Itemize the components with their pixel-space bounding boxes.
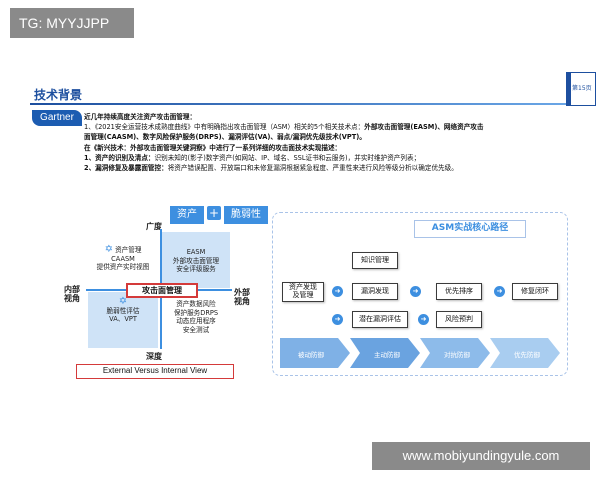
text-line-2b: 外部攻击面管理(EASM)、网络资产攻击: [364, 123, 484, 132]
text-line-5b: 识别未知的(影子)数字资产(如网站、IP、域名、SSL证书和云服务)，并实时维护…: [154, 153, 421, 162]
body-text: 近几年持续高度关注资产攻击面管理： 1、《2021安全运营技术成熟度曲线》中有明…: [84, 112, 584, 173]
quadrant-br-line-3: 动态应用程序: [176, 317, 216, 325]
quadrant-tl-line-3: 提供资产实时视图: [96, 263, 150, 271]
text-line-5a: 1、资产的识别及清点：: [84, 153, 155, 162]
star-icon: ✡: [104, 244, 113, 255]
node-risk: 风险预判: [436, 311, 482, 328]
tag-vulnerability: 脆弱性: [224, 206, 268, 224]
text-line-6b: 将资产错误配置、开放端口和未修复漏洞根据紧急程度、严重性来进行风险等级分析以确定…: [167, 164, 458, 173]
axis-right-label: 外部视角: [234, 288, 250, 306]
caption-box: External Versus Internal View: [76, 364, 234, 379]
quadrant-br-line-2: 保护服务DRPS: [173, 308, 219, 317]
plus-icon: +: [207, 206, 221, 220]
quadrant-top-right: EASM 外部攻击面管理 安全评级服务: [162, 232, 230, 288]
axis-top-label: 广度: [146, 222, 162, 231]
slide-title: 技术背景: [34, 88, 83, 102]
text-line-2: 1、《2021安全运营技术成熟度曲线》中有明确指出攻击面管理（ASM）相关的5个…: [84, 122, 584, 132]
chevron-adversarial: [420, 338, 490, 368]
arrow-circle-icon: ➜: [410, 286, 421, 297]
text-line-6a: 2、漏洞修复及暴露面管控：: [84, 164, 168, 173]
chevron-label-priority: 优先防御: [514, 351, 540, 359]
text-line-2a: 1、《2021安全运营技术成熟度曲线》中有明确指出攻击面管理（ASM）相关的5个…: [84, 123, 365, 132]
quadrant-tr-line-1: EASM: [186, 248, 206, 256]
quadrant-top-left: ✡ 资产管理 CAASM 提供资产实时视图: [88, 240, 158, 285]
quadrant-br-line-1: 资产数据风险: [176, 300, 216, 308]
gartner-label: Gartner: [32, 110, 82, 126]
node-vuln-find: 漏洞发现: [352, 283, 398, 300]
arrow-circle-icon: ➜: [494, 286, 505, 297]
tag-asset: 资产: [170, 206, 204, 224]
chevron-label-adversarial: 对抗防御: [444, 351, 470, 359]
axis-bottom-label: 深度: [146, 352, 162, 361]
node-repair: 修复闭环: [512, 283, 558, 300]
node-priority: 优先排序: [436, 283, 482, 300]
text-line-1: 近几年持续高度关注资产攻击面管理：: [84, 113, 197, 121]
chevron-label-passive: 被动防御: [298, 351, 324, 359]
quadrant-tl-line-1: ✡ 资产管理: [104, 244, 142, 255]
star-icon: ✡: [118, 296, 128, 307]
node-latent: 潜在漏洞评估: [352, 311, 408, 328]
chevron-active: [350, 338, 420, 368]
text-line-3: 面管理(CAASM)、数字风险保护服务(DRPS)、漏洞评估(VA)、弱点/漏洞…: [84, 133, 366, 142]
arrow-circle-icon: ➜: [332, 314, 343, 325]
node-discovery: 资产发现及管理: [282, 282, 324, 302]
watermark-bottom: www.mobiyundingyule.com: [372, 442, 590, 470]
chevron-passive: [280, 338, 350, 368]
watermark-top: TG: MYYJJPP: [10, 8, 134, 38]
chevron-priority: [490, 338, 560, 368]
arrow-circle-icon: ➜: [418, 314, 429, 325]
quadrant-br-line-4: 安全测试: [182, 325, 210, 334]
quadrant-tr-line-2: 外部攻击面管理: [172, 256, 220, 265]
page-badge-bar: [567, 73, 571, 105]
quadrant-bottom-right: 资产数据风险 保护服务DRPS 动态应用程序 安全测试: [162, 300, 230, 348]
asm-frame: [272, 212, 568, 376]
title-rule: [30, 103, 566, 105]
text-line-6: 2、漏洞修复及暴露面管控：将资产错误配置、开放端口和未修复漏洞根据紧急程度、严重…: [84, 163, 584, 173]
axis-left-label: 内部视角: [64, 285, 80, 303]
asm-title: ASM实战核心路径: [414, 220, 526, 238]
quadrant-bl-line-2: VA、VPT: [109, 315, 137, 323]
page-badge: 第15页: [566, 72, 596, 106]
quadrant-tl-line-2: CAASM: [111, 254, 135, 263]
center-label: 攻击面管理: [126, 283, 198, 298]
text-line-4: 在《新兴技术：外部攻击面管理关键洞察》中进行了一系列详细的攻击面技术实现描述：: [84, 143, 342, 152]
node-knowledge: 知识管理: [352, 252, 398, 269]
chevron-label-active: 主动防御: [374, 351, 400, 359]
arrow-circle-icon: ➜: [332, 286, 343, 297]
quadrant-bottom-left: ✡ 脆弱性评估 VA、VPT: [88, 292, 158, 348]
quadrant-bl-star: ✡: [88, 296, 158, 307]
page-number: 第15页: [572, 85, 592, 92]
text-line-5: 1、资产的识别及清点：识别未知的(影子)数字资产(如网站、IP、域名、SSL证书…: [84, 153, 584, 163]
quadrant-tr-line-3: 安全评级服务: [176, 265, 216, 273]
quadrant-bl-line-1: 脆弱性评估: [106, 306, 140, 315]
